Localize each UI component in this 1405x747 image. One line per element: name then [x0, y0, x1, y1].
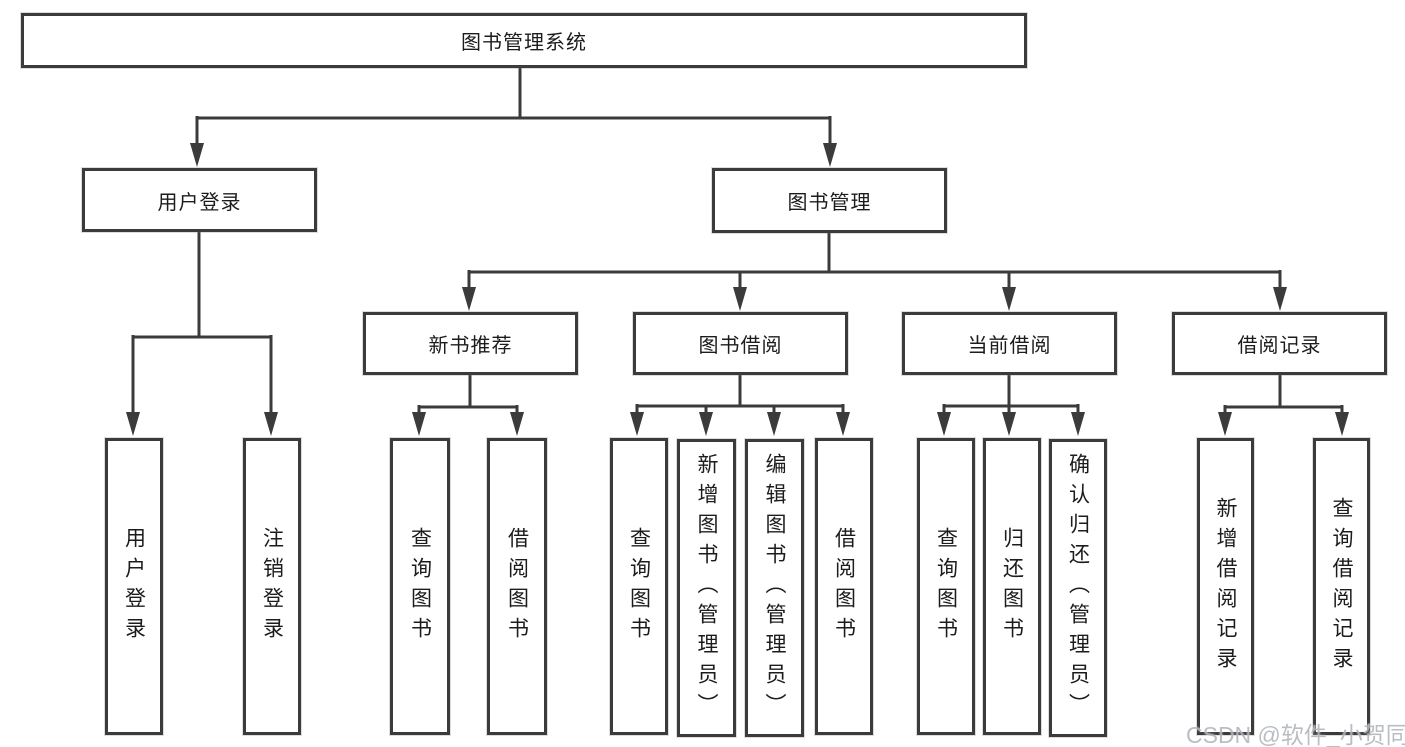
node-user-login-label: 用户登录 [157, 191, 242, 214]
leaf-newbook-borrow-books: 借阅图书 [487, 438, 547, 735]
leaf-records-add-record-label: 新增借阅记录 [1214, 496, 1237, 677]
leaf-current-query-books: 查询图书 [917, 438, 975, 735]
leaf-current-query-books-label: 查询图书 [934, 526, 958, 647]
node-current-borrowing: 当前借阅 [902, 312, 1117, 375]
leaf-records-query-record: 查询借阅记录 [1313, 438, 1370, 735]
leaf-records-query-record-label: 查询借阅记录 [1330, 496, 1353, 677]
leaf-newbook-query-books-label: 查询图书 [408, 526, 432, 647]
leaf-borrowing-query-books-label: 查询图书 [627, 526, 651, 647]
leaf-current-confirm-return-admin: 确认归还（管理员） [1049, 439, 1107, 737]
leaf-records-add-record: 新增借阅记录 [1197, 438, 1254, 735]
node-borrow-records: 借阅记录 [1172, 312, 1387, 375]
leaf-newbook-query-books: 查询图书 [390, 438, 450, 735]
leaf-newbook-borrow-books-label: 借阅图书 [505, 526, 529, 647]
leaf-user-login: 用户登录 [105, 438, 163, 735]
node-root-system: 图书管理系统 [21, 13, 1027, 68]
leaf-borrowing-borrow-books: 借阅图书 [815, 438, 873, 735]
node-current-borrowing-label: 当前借阅 [967, 335, 1052, 357]
arrowhead-icons [126, 143, 1349, 436]
leaf-borrowing-query-books: 查询图书 [610, 438, 668, 735]
leaf-current-confirm-return-admin-label: 确认归还（管理员） [1066, 453, 1090, 723]
leaf-user-login-label: 用户登录 [122, 526, 146, 647]
node-root-label: 图书管理系统 [461, 32, 587, 54]
node-user-login: 用户登录 [82, 168, 317, 232]
node-new-book-recommend-label: 新书推荐 [428, 335, 513, 357]
tree-edges [131, 66, 1344, 415]
leaf-borrowing-edit-books-admin-label: 编辑图书（管理员） [763, 453, 786, 723]
node-new-book-recommend: 新书推荐 [363, 312, 578, 375]
node-book-management: 图书管理 [712, 168, 947, 233]
node-book-borrowing: 图书借阅 [633, 312, 848, 375]
leaf-borrowing-edit-books-admin: 编辑图书（管理员） [745, 439, 804, 737]
leaf-borrowing-borrow-books-label: 借阅图书 [832, 526, 856, 647]
leaf-borrowing-add-books-admin: 新增图书（管理员） [677, 439, 736, 737]
leaf-logout: 注销登录 [243, 438, 301, 735]
leaf-current-return-books-label: 归还图书 [1000, 526, 1024, 647]
leaf-logout-label: 注销登录 [260, 526, 284, 647]
node-book-management-label: 图书管理 [787, 192, 872, 214]
leaf-current-return-books: 归还图书 [983, 438, 1041, 735]
leaf-borrowing-add-books-admin-label: 新增图书（管理员） [695, 453, 718, 723]
node-borrow-records-label: 借阅记录 [1237, 335, 1322, 357]
node-book-borrowing-label: 图书借阅 [698, 335, 783, 357]
csdn-watermark: CSDN @软件_小贺同学 [1186, 722, 1405, 747]
